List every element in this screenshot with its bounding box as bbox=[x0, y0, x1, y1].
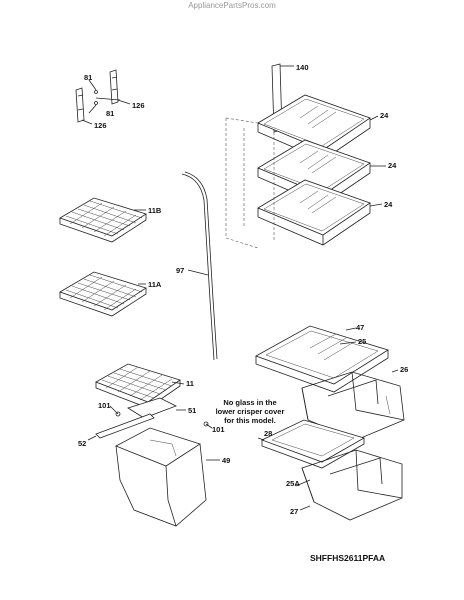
callout-11B: 11B bbox=[148, 206, 162, 215]
callout-126-left: 126 bbox=[94, 121, 107, 130]
crisper-cover-upper bbox=[255, 325, 389, 393]
callout-28: 28 bbox=[264, 429, 272, 438]
callout-11A: 11A bbox=[148, 280, 162, 289]
crisper-drawer-lower bbox=[295, 449, 403, 521]
callout-25A: 25A bbox=[286, 479, 300, 488]
crisper-cover-lower bbox=[257, 419, 366, 469]
callout-81-lower: 81 bbox=[106, 109, 114, 118]
model-code: SHFFHS2611PFAA bbox=[310, 553, 386, 563]
meat-pan bbox=[115, 427, 220, 527]
wire-shelf-lower bbox=[59, 271, 147, 317]
callout-97: 97 bbox=[176, 266, 184, 275]
rail-screws bbox=[109, 405, 213, 429]
callout-52: 52 bbox=[78, 439, 86, 448]
callout-24-middle: 24 bbox=[388, 161, 397, 170]
shelf-mount-guides bbox=[225, 117, 275, 249]
wire-shelf-upper bbox=[59, 197, 147, 243]
callout-26: 26 bbox=[400, 365, 408, 374]
glass-shelf-bottom bbox=[257, 179, 383, 246]
callout-11: 11 bbox=[186, 379, 194, 388]
shelf-support-brackets bbox=[75, 69, 131, 125]
callout-140: 140 bbox=[296, 63, 309, 72]
trim-strip bbox=[181, 171, 218, 361]
callout-24-bottom: 24 bbox=[384, 200, 393, 209]
wire-shelf-pan bbox=[95, 363, 185, 409]
callout-24-top: 24 bbox=[380, 111, 389, 120]
crisper-drawer-upper bbox=[301, 369, 405, 441]
callout-101-left: 101 bbox=[98, 401, 111, 410]
callout-51: 51 bbox=[188, 406, 196, 415]
callout-101-right: 101 bbox=[212, 425, 225, 434]
callout-27: 27 bbox=[290, 507, 298, 516]
pan-cover bbox=[127, 397, 186, 419]
callout-49: 49 bbox=[222, 456, 230, 465]
callout-126-right: 126 bbox=[132, 101, 145, 110]
callout-81-upper: 81 bbox=[84, 73, 92, 82]
callout-47: 47 bbox=[356, 323, 364, 332]
site-watermark: AppliancePartsPros.com bbox=[188, 1, 276, 10]
crisper-cover-note: No glass in the lower crisper cover for … bbox=[215, 398, 285, 425]
callout-25: 25 bbox=[358, 337, 366, 346]
pan-slide-rail bbox=[87, 413, 155, 441]
